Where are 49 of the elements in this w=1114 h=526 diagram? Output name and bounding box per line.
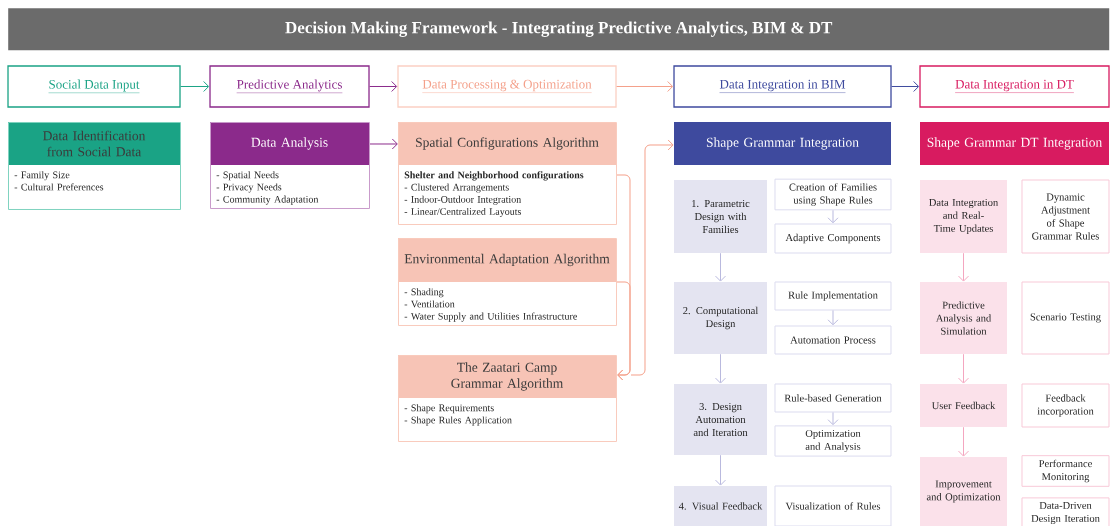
detail-box: Rule-based Generation — [774, 383, 892, 413]
step-box: Data Integration and Real-Time Updates — [920, 180, 1007, 253]
step-box: Predictive Analysis and Simulation — [920, 282, 1007, 354]
step-box: Improvement and Optimization — [920, 457, 1007, 526]
arrow — [958, 353, 969, 384]
tab-box: Data Integration in DT — [919, 65, 1110, 108]
tab-box: Predictive Analytics — [209, 65, 370, 108]
arrow — [827, 209, 839, 224]
arrow — [715, 353, 726, 384]
title-bar: Decision Making Framework - Integrating Predictive Analytics, BIM & DT — [8, 8, 1110, 51]
tab-box: Data Processing & Optimization — [397, 65, 617, 108]
arrow — [616, 81, 674, 92]
detail-box: Visualization of Rules — [774, 485, 892, 526]
arrow — [180, 81, 210, 92]
tab-box: Data Integration in BIM — [673, 65, 892, 108]
detail-box: Performance Monitoring — [1021, 455, 1110, 487]
header-bar: Shape Grammar Integration — [674, 122, 891, 165]
arrow — [369, 138, 398, 150]
card: Spatial Configurations Algorithm Shelter and Neighborhood configurations - Clustered Arrangements - Indoor-Outdoor Integration - Linear/Centralized Layouts — [398, 122, 617, 225]
arrow — [616, 281, 631, 381]
detail-box: Feedback incorporation — [1021, 383, 1110, 428]
arrow — [827, 310, 839, 326]
arrow — [891, 81, 920, 92]
step-box: 4. Visual Feedback — [674, 486, 767, 526]
arrow — [958, 426, 969, 457]
detail-box: Rule Implementation — [774, 281, 892, 311]
step-box: User Feedback — [920, 384, 1007, 427]
detail-box: Scenario Testing — [1021, 281, 1110, 355]
arrow — [827, 412, 839, 426]
card: Data Analysis - Spatial Needs - Privacy Needs - Community Adaptation — [210, 122, 370, 209]
card: Data Identification from Social Data - Family Size - Cultural Preferences — [8, 122, 181, 210]
card: Environmental Adaptation Algorithm - Shading - Ventilation - Water Supply and Utilities Infrastructure — [398, 238, 617, 326]
detail-box: Automation Process — [774, 325, 892, 355]
step-box: 3. Design Automation and Iteration — [674, 384, 767, 455]
arrow — [715, 454, 726, 486]
arrow — [958, 252, 969, 282]
arrow — [369, 81, 398, 92]
step-box: 1. Parametric Design with Families — [674, 180, 767, 253]
detail-box: Dynamic Adjustment of Shape Grammar Rules — [1021, 179, 1110, 254]
arrow — [630, 139, 674, 376]
detail-box: Optimization and Analysis — [774, 425, 892, 457]
step-box: 2. Computational Design — [674, 282, 767, 354]
header-bar: Shape Grammar DT Integration — [920, 122, 1109, 165]
arrow — [715, 252, 726, 282]
card: The Zaatari Camp Grammar Algorithm - Shape Requirements - Shape Rules Application — [398, 355, 617, 442]
detail-box: Adaptive Components — [774, 223, 892, 254]
detail-box: Creation of Families using Shape Rules — [774, 178, 892, 211]
tab-box: Social Data Input — [7, 65, 181, 108]
detail-box: Data-Driven Design Iteration — [1021, 497, 1110, 526]
